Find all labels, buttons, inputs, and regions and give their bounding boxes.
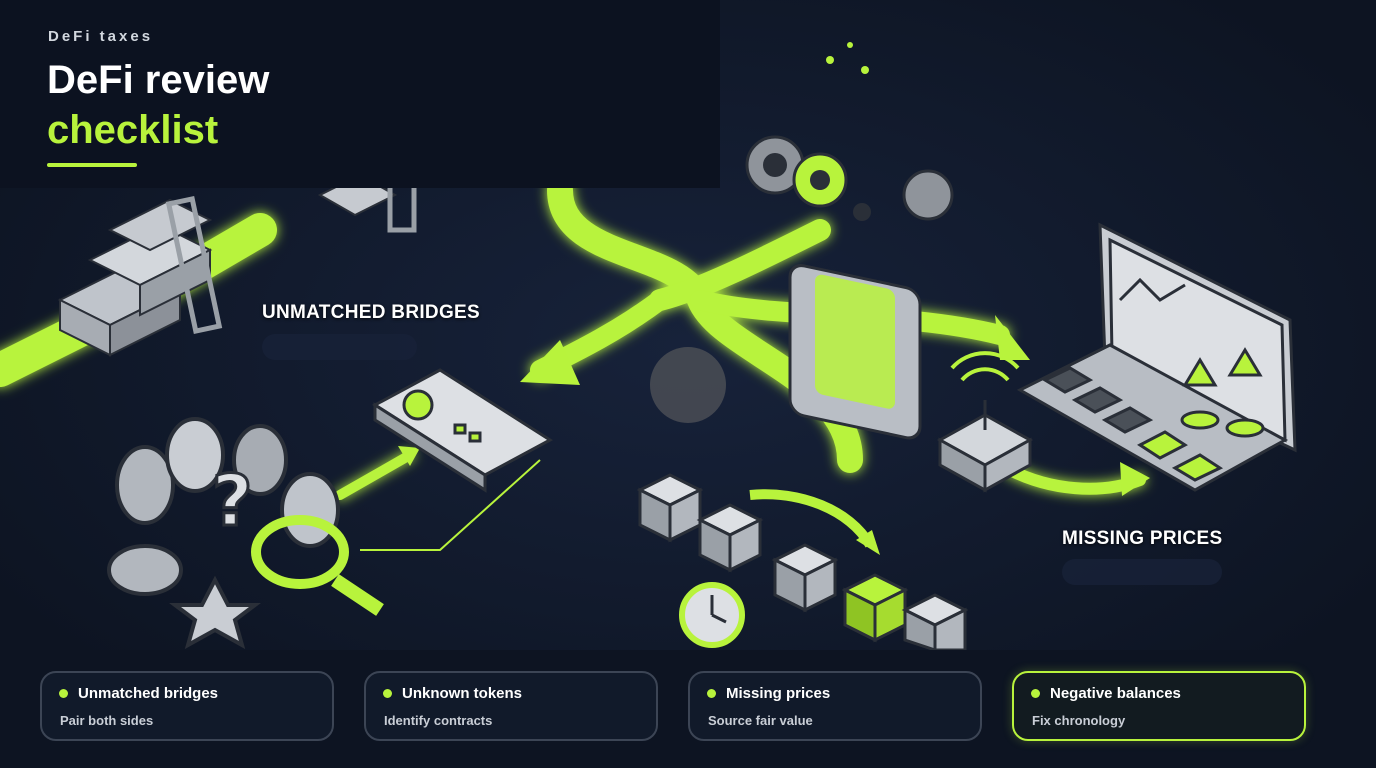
wallet-gears: [745, 42, 954, 440]
checklist-card-missing-prices[interactable]: Missing prices Source fair value: [688, 671, 982, 741]
bullet-dot: [59, 689, 68, 698]
dashboard-screen: [1016, 222, 1297, 492]
card-subtitle: Identify contracts: [384, 713, 493, 728]
token-document: [372, 368, 553, 493]
missing-prices-label: MISSING PRICES: [1062, 528, 1223, 549]
bullet-dot: [707, 689, 716, 698]
block-chain: [636, 473, 969, 653]
blurred-spot: [650, 347, 726, 423]
card-title: Negative balances: [1050, 685, 1181, 702]
checklist-card-negative-balances[interactable]: Negative balances Fix chronology: [1012, 671, 1306, 741]
card-subtitle: Fix chronology: [1032, 713, 1126, 728]
card-title: Unmatched bridges: [78, 685, 219, 702]
checklist-card-unmatched-bridges[interactable]: Unmatched bridges Pair both sides: [40, 671, 334, 741]
card-title: Missing prices: [726, 685, 831, 702]
title-panel: DeFi taxes DeFi review checklist: [0, 0, 720, 188]
svg-text:?: ?: [212, 460, 253, 542]
unmatched-bridges-label-pill: [262, 334, 417, 360]
bullet-dot: [1031, 689, 1040, 698]
title-underline: [47, 163, 137, 167]
bullet-dot: [383, 689, 392, 698]
card-subtitle: Pair both sides: [60, 713, 154, 728]
unmatched-bridges-label: UNMATCHED BRIDGES: [262, 302, 480, 323]
bridge-bricks: [57, 173, 417, 357]
missing-prices-label-pill: [1062, 559, 1222, 585]
oracle-router: [936, 351, 1034, 493]
page-title-line-2: checklist: [47, 108, 219, 152]
card-title: Unknown tokens: [402, 685, 523, 702]
coins-magnifier: ?: [107, 417, 384, 650]
link-line: [360, 459, 541, 551]
checklist-card-unknown-tokens[interactable]: Unknown tokens Identify contracts: [364, 671, 658, 741]
eyebrow-label: DeFi taxes: [48, 28, 154, 45]
page-title-line-1: DeFi review: [47, 58, 270, 102]
arrow-heads: [398, 315, 1150, 555]
card-subtitle: Source fair value: [708, 713, 813, 728]
